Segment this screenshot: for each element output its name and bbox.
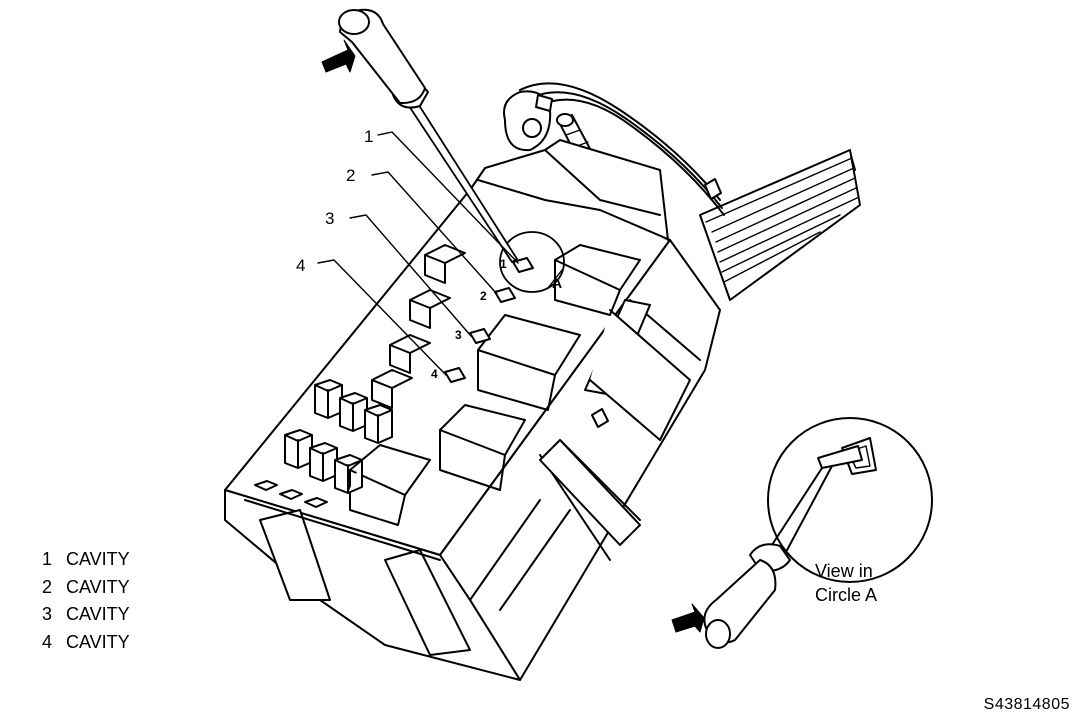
- cavity-number-3: 3: [455, 328, 462, 342]
- detail-caption-line-2: Circle A: [815, 585, 878, 605]
- legend-item: 1 CAVITY: [42, 546, 130, 574]
- legend-item-label: CAVITY: [66, 549, 130, 569]
- callout-1: 1: [364, 127, 373, 146]
- figure-code: S43814805: [983, 696, 1070, 713]
- legend-item: 3 CAVITY: [42, 601, 130, 629]
- cavity-number-4: 4: [431, 367, 438, 381]
- screwdriver-tool: [338, 8, 518, 263]
- legend-item-number: 1: [42, 549, 53, 569]
- legend-item: 4 CAVITY: [42, 629, 130, 657]
- callout-leaders: [317, 131, 563, 376]
- detail-circle: [703, 417, 933, 649]
- callout-2: 2: [346, 166, 355, 185]
- ring-terminal: [503, 90, 553, 152]
- fuse-relay-block: [224, 139, 721, 681]
- callout-3: 3: [325, 209, 334, 228]
- cavity-number-2: 2: [480, 289, 487, 303]
- callout-4: 4: [296, 256, 305, 275]
- cavity-number-1: 1: [500, 257, 507, 271]
- wire-harness: [519, 82, 861, 301]
- legend-item-label: CAVITY: [66, 576, 130, 597]
- pull-direction-arrow: [321, 39, 356, 73]
- detail-caption: View in Circle A: [815, 559, 877, 607]
- legend-item: 2 CAVITY: [42, 574, 130, 602]
- legend-item-number: 2: [42, 576, 53, 597]
- legend-item-label: CAVITY: [66, 604, 130, 624]
- detail-caption-line-1: View in: [815, 561, 873, 581]
- legend-item-number: 3: [42, 604, 53, 624]
- legend-item-number: 4: [42, 631, 53, 652]
- pull-direction-arrow-detail: [671, 603, 705, 633]
- circle-a-label: A: [552, 275, 562, 291]
- legend-item-label: CAVITY: [66, 631, 130, 652]
